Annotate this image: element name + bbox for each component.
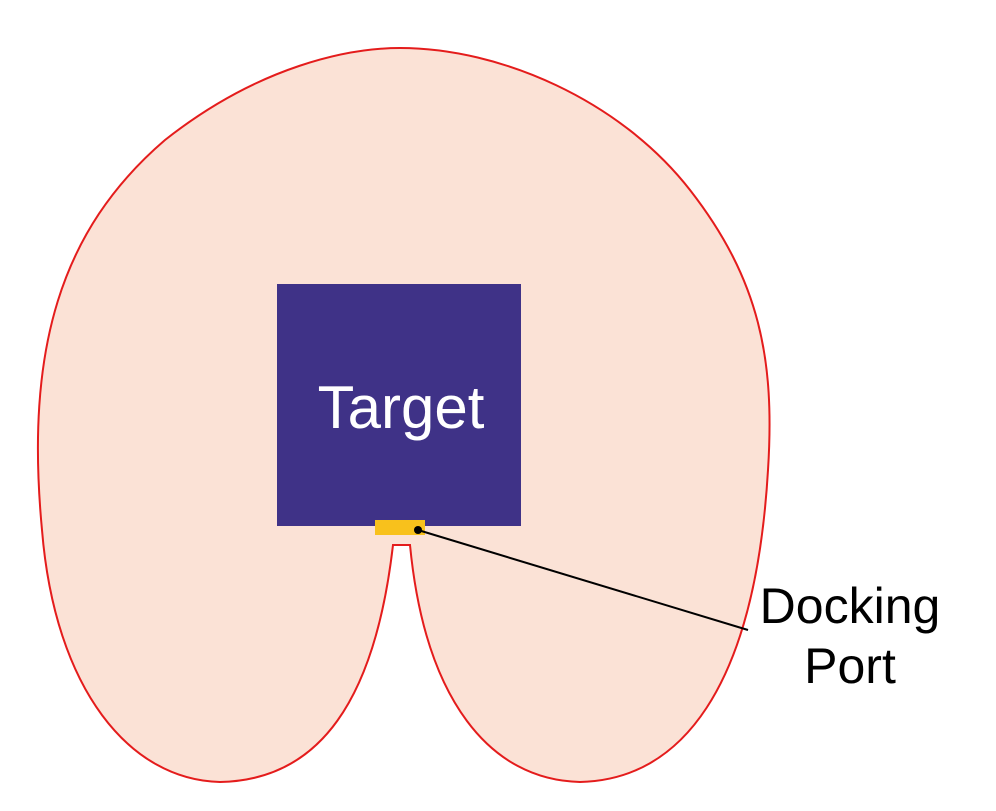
target-label: Target xyxy=(318,374,485,441)
leader-dot xyxy=(414,526,422,534)
docking-port-label-line1: Docking xyxy=(760,578,941,634)
docking-port xyxy=(375,520,425,535)
target-block xyxy=(277,284,521,526)
docking-port-leader-line xyxy=(417,529,749,631)
docking-port-label-line2: Port xyxy=(804,638,896,694)
